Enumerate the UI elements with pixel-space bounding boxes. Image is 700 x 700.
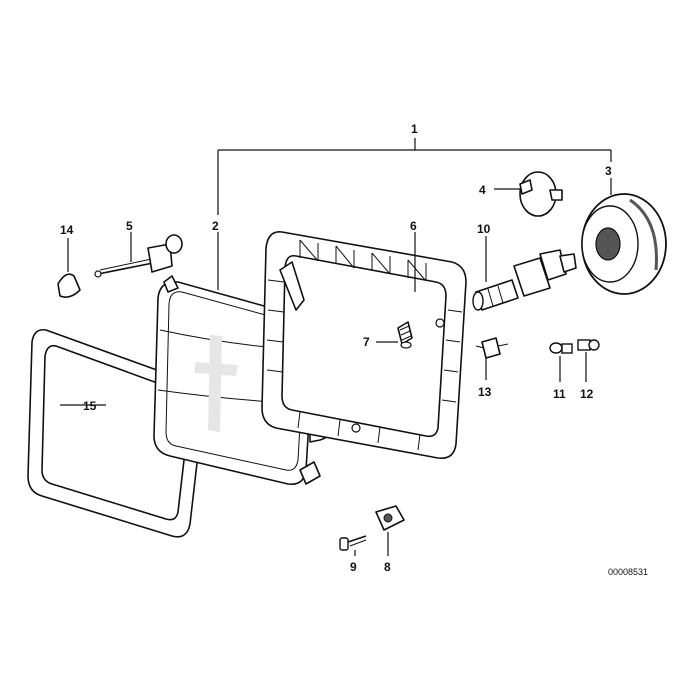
screw-part xyxy=(339,535,367,551)
boot-cover-part xyxy=(581,193,667,295)
callout-9: 9 xyxy=(350,560,357,574)
bulb-socket-part xyxy=(475,337,509,359)
callout-6: 6 xyxy=(410,219,417,233)
callout-13: 13 xyxy=(478,385,492,399)
bulb-part xyxy=(472,249,577,311)
retaining-ring-part xyxy=(519,171,563,217)
small-bulb-part xyxy=(549,342,573,354)
callout-5: 5 xyxy=(126,219,133,233)
bulb-12-part xyxy=(577,339,600,351)
callout-14: 14 xyxy=(60,223,74,237)
callout-2: 2 xyxy=(212,219,219,233)
adjusting-screw-part xyxy=(397,321,413,349)
callout-7: 7 xyxy=(363,335,370,349)
callout-10: 10 xyxy=(477,222,491,236)
callout-15: 15 xyxy=(83,399,97,413)
reference-number: 00008531 xyxy=(608,567,648,577)
cap-part xyxy=(57,273,81,298)
callout-1: 1 xyxy=(411,122,418,136)
callout-3: 3 xyxy=(605,164,612,178)
clip-nut-part xyxy=(375,505,405,531)
callout-8: 8 xyxy=(384,560,391,574)
callout-4: 4 xyxy=(479,183,486,197)
callout-11: 11 xyxy=(553,387,566,401)
adjusting-element-part xyxy=(94,234,183,278)
callout-12: 12 xyxy=(580,387,594,401)
leader-lines xyxy=(60,178,612,556)
assembly-bracket xyxy=(217,138,612,215)
